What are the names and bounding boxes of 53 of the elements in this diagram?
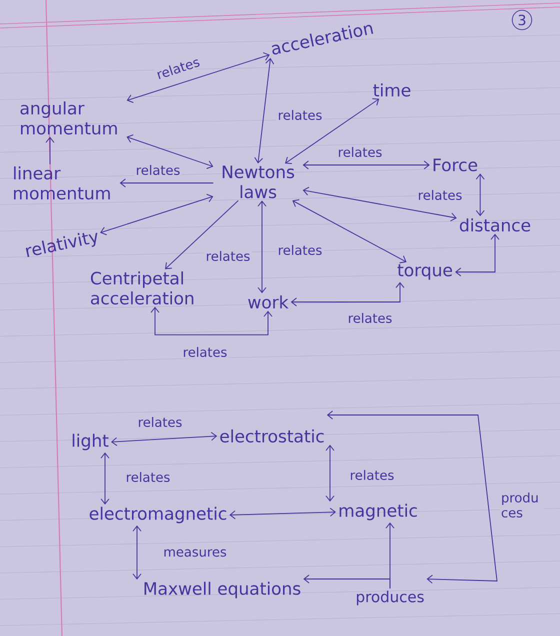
concept-text: work — [248, 295, 289, 309]
arrow — [258, 200, 266, 294]
edge-label: relates — [346, 311, 394, 325]
arrow — [476, 174, 485, 216]
edge-label: relates — [181, 345, 229, 359]
concept-text: produces — [356, 590, 424, 606]
arrow — [111, 432, 218, 446]
arrow — [126, 52, 270, 104]
arrow — [165, 200, 239, 270]
arrow — [254, 58, 274, 164]
arrow — [290, 282, 404, 306]
concept-text: Force — [434, 158, 478, 172]
concept-text: electrostatic — [220, 429, 324, 443]
concept-text: relativity — [26, 232, 98, 258]
arrow — [302, 186, 457, 222]
concept-text: Centripetal acceleration — [90, 271, 194, 305]
edge-label: relates — [134, 163, 182, 177]
concept-text: electromagnetic — [90, 506, 226, 524]
edge-label: relates — [124, 470, 172, 484]
arrow — [326, 410, 498, 584]
arrow — [386, 522, 394, 589]
edge-label: relates — [204, 249, 252, 263]
arrow — [326, 444, 334, 502]
arrow — [100, 194, 214, 236]
concept-text: Newtons laws — [222, 166, 294, 198]
page-number: 3 — [512, 10, 532, 30]
arrow — [126, 134, 214, 169]
arrow — [120, 178, 214, 188]
arrow — [292, 199, 407, 264]
concept-text: torque — [398, 264, 452, 280]
concept-text: Maxwell equations — [144, 582, 300, 598]
edge-label: relates — [276, 108, 324, 122]
edge-label: relates — [336, 145, 384, 159]
concept-text: angular momentum — [20, 101, 117, 135]
edge-label: relates — [348, 468, 396, 482]
concept-text: light — [72, 434, 108, 450]
edge-label: produ ces — [500, 490, 544, 520]
arrow — [150, 306, 272, 336]
arrow — [302, 160, 430, 170]
arrow — [132, 525, 142, 580]
arrow — [46, 136, 54, 165]
edge-label: relates — [153, 54, 203, 82]
concept-text: magnetic — [340, 504, 417, 520]
edge-label: relates — [136, 415, 184, 429]
arrow — [284, 98, 380, 164]
arrow — [229, 508, 336, 520]
arrow — [100, 452, 110, 505]
arrow — [455, 234, 500, 276]
concept-text: distance — [460, 218, 530, 232]
concept-text: linear momentum — [14, 166, 110, 200]
concept-text: time — [373, 83, 410, 97]
edge-label: relates — [416, 188, 464, 202]
edge-label: relates — [276, 243, 324, 257]
